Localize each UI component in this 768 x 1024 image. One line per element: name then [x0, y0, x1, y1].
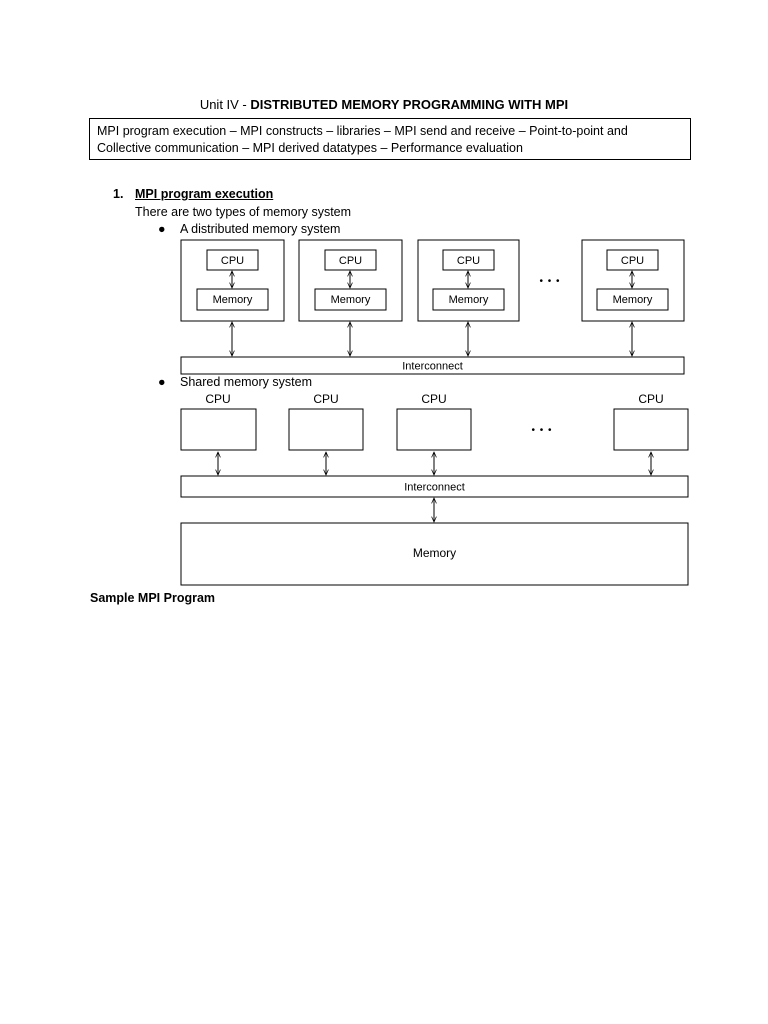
cpu-label: CPU	[221, 255, 244, 267]
shared-cpu-box	[180, 408, 257, 451]
node-box	[581, 239, 685, 322]
shared-memory-label: Memory	[413, 546, 456, 560]
memory-box	[596, 288, 669, 311]
cpu-box	[324, 249, 377, 271]
memory-box	[314, 288, 387, 311]
bullet-shared: ● Shared memory system	[158, 375, 312, 389]
topics-line-2: Collective communication – MPI derived d…	[97, 141, 523, 155]
memory-label: Memory	[213, 294, 253, 306]
shared-ellipsis: • • •	[531, 425, 552, 436]
shared-cpu-box	[288, 408, 364, 451]
distributed-interconnect-bar	[180, 356, 685, 375]
topics-line-1: MPI program execution – MPI constructs –…	[97, 124, 628, 138]
cpu-box	[206, 249, 259, 271]
unit-title: DISTRIBUTED MEMORY PROGRAMMING WITH MPI	[250, 97, 569, 112]
distributed-ellipsis: • • •	[539, 276, 560, 287]
cpu-label: CPU	[457, 255, 480, 267]
distributed-node: CPU Memory	[298, 239, 403, 356]
page-title: Unit IV - DISTRIBUTED MEMORY PROGRAMMING…	[0, 97, 768, 112]
shared-cpu-label: CPU	[638, 392, 663, 406]
cpu-label: CPU	[339, 255, 362, 267]
memory-box	[196, 288, 269, 311]
shared-memory-box	[180, 522, 689, 586]
distributed-node: CPU Memory	[180, 239, 285, 356]
bullet-distributed: ● A distributed memory system	[158, 222, 340, 236]
bullet-dot: ●	[158, 375, 166, 389]
bullet-shared-label: Shared memory system	[180, 375, 312, 389]
cpu-box	[442, 249, 495, 271]
cpu-label: CPU	[621, 255, 644, 267]
distributed-node: CPU Memory	[417, 239, 520, 356]
shared-cpu-label: CPU	[205, 392, 230, 406]
section-number: 1.	[113, 187, 124, 201]
distributed-node: CPU Memory	[581, 239, 685, 356]
shared-cpu-label: CPU	[421, 392, 446, 406]
bullet-distributed-label: A distributed memory system	[180, 222, 341, 236]
bullet-dot: ●	[158, 222, 166, 236]
memory-box	[432, 288, 505, 311]
section-heading: 1. MPI program execution	[113, 187, 273, 201]
section-title: MPI program execution	[135, 187, 274, 201]
shared-memory-diagram: CPU CPU CPU • • • CPU Interconnect Memor…	[180, 392, 689, 586]
shared-interconnect-bar	[180, 475, 689, 498]
topics-box: MPI program execution – MPI constructs –…	[89, 118, 691, 160]
shared-cpu-label: CPU	[313, 392, 338, 406]
distributed-interconnect-label: Interconnect	[402, 361, 463, 373]
cpu-box	[606, 249, 659, 271]
memory-label: Memory	[613, 294, 653, 306]
section-intro: There are two types of memory system	[135, 205, 352, 219]
distributed-memory-diagram: CPU Memory CPU Memory CPU Memory •	[180, 239, 685, 375]
shared-cpu-box	[613, 408, 689, 451]
node-box	[417, 239, 520, 322]
node-box	[298, 239, 403, 322]
node-box	[180, 239, 285, 322]
unit-prefix: Unit IV -	[199, 97, 251, 112]
shared-cpu-box	[396, 408, 472, 451]
memory-label: Memory	[449, 294, 489, 306]
memory-label: Memory	[331, 294, 371, 306]
sample-program-heading: Sample MPI Program	[90, 591, 216, 605]
shared-interconnect-label: Interconnect	[404, 482, 465, 494]
